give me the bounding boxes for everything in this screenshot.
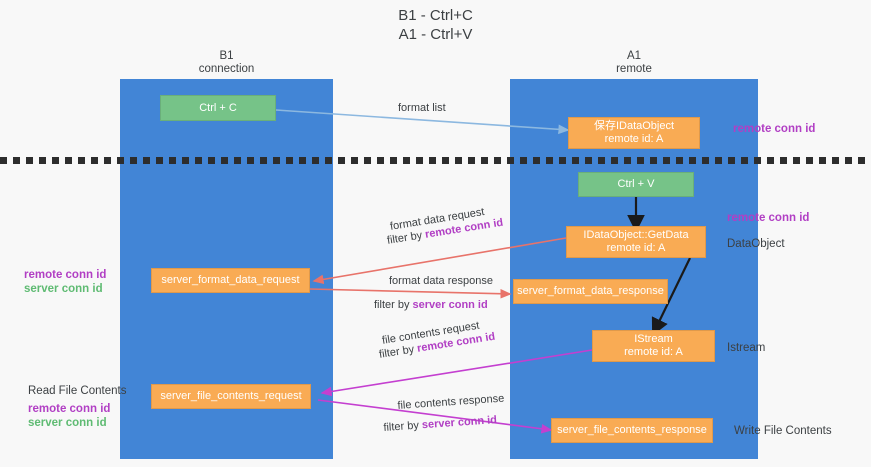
annotation-text: Istream (727, 342, 766, 354)
edge-format-data-request (312, 237, 567, 285)
page-title-line-2: A1 - Ctrl+V (398, 26, 473, 43)
filter-key-server-conn-id: server conn id (412, 299, 488, 311)
edge-getdata-to-istream (651, 257, 691, 336)
column-header-b1-role: connection (198, 63, 255, 75)
column-header-b1: B1 connection (120, 50, 333, 76)
node-server-file-contents-response-label: server_file_contents_response (557, 424, 707, 436)
annotation-left-conn-ids-bottom: remote conn id server conn id (28, 402, 110, 430)
annotation-left-read-file-contents: Read File Contents (28, 384, 126, 398)
node-idataobject-getdata-subtitle: remote id: A (606, 242, 666, 254)
edge-label-format-data-response-text: format data response (389, 275, 493, 287)
node-server-format-data-response[interactable]: server_format_data_response (513, 279, 668, 304)
column-header-b1-name: B1 (219, 50, 234, 62)
annotation-left-server-conn-id-bot: server conn id (28, 417, 107, 429)
annotation-text: remote conn id (733, 123, 816, 135)
node-save-idataobject-subtitle: remote id: A (604, 133, 664, 145)
annotation-right-write-file-contents: Write File Contents (734, 424, 832, 438)
annotation-right-dataobject: DataObject (727, 237, 785, 251)
edge-label-format-list: format list (398, 101, 446, 115)
node-idataobject-getdata[interactable]: IDataObject::GetData remote id: A (566, 226, 706, 258)
node-server-format-data-request-label: server_format_data_request (161, 274, 300, 286)
node-server-file-contents-request-label: server_file_contents_request (160, 390, 302, 402)
annotation-text: Write File Contents (734, 425, 832, 437)
annotation-text: Read File Contents (28, 385, 127, 397)
annotation-left-server-conn-id-mid: server conn id (24, 283, 103, 295)
annotation-right-remote-conn-id-mid: remote conn id (727, 211, 809, 225)
node-save-idataobject-title: 保存IDataObject (593, 120, 675, 132)
annotation-right-istream: Istream (727, 341, 765, 355)
annotation-left-conn-ids-mid: remote conn id server conn id (24, 268, 106, 296)
node-ctrl-c[interactable]: Ctrl + C (160, 95, 276, 121)
annotation-text: remote conn id (727, 212, 810, 224)
node-server-file-contents-request[interactable]: server_file_contents_request (151, 384, 311, 409)
edge-format-data-response (309, 288, 512, 299)
node-ctrl-v-label: Ctrl + V (617, 178, 655, 190)
edge-label-format-data-response: format data response (389, 274, 493, 288)
node-server-format-data-response-label: server_format_data_response (517, 285, 664, 297)
node-server-file-contents-response[interactable]: server_file_contents_response (551, 418, 713, 443)
node-ctrl-v[interactable]: Ctrl + V (578, 172, 694, 197)
section-divider (0, 157, 871, 164)
node-istream[interactable]: IStream remote id: A (592, 330, 715, 362)
annotation-left-remote-conn-id-mid: remote conn id (24, 269, 107, 281)
node-save-idataobject[interactable]: 保存IDataObject remote id: A (568, 117, 700, 149)
edge-format-list (275, 109, 570, 135)
filter-prefix: filter by (374, 299, 413, 311)
annotation-left-remote-conn-id-bot: remote conn id (28, 403, 111, 415)
page-title: B1 - Ctrl+C A1 - Ctrl+V (0, 6, 871, 44)
column-header-a1-role: remote (616, 63, 652, 75)
node-istream-subtitle: remote id: A (624, 346, 683, 358)
page-title-line-1: B1 - Ctrl+C (398, 7, 473, 24)
annotation-text: DataObject (727, 238, 785, 250)
node-istream-title: IStream (634, 333, 673, 345)
node-idataobject-getdata-title: IDataObject::GetData (583, 229, 689, 241)
column-header-a1: A1 remote (510, 50, 758, 76)
node-ctrl-c-label: Ctrl + C (199, 101, 237, 114)
edge-label-format-data-response-filter: filter by server conn id (374, 298, 488, 312)
node-server-format-data-request[interactable]: server_format_data_request (151, 268, 310, 293)
column-header-a1-name: A1 (626, 50, 642, 62)
edge-file-contents-response (317, 399, 553, 434)
filter-prefix: filter by (383, 419, 423, 434)
annotation-right-remote-conn-id-top: remote conn id (733, 122, 815, 136)
edge-file-contents-request (320, 349, 593, 397)
edge-label-format-list-text: format list (398, 102, 446, 114)
